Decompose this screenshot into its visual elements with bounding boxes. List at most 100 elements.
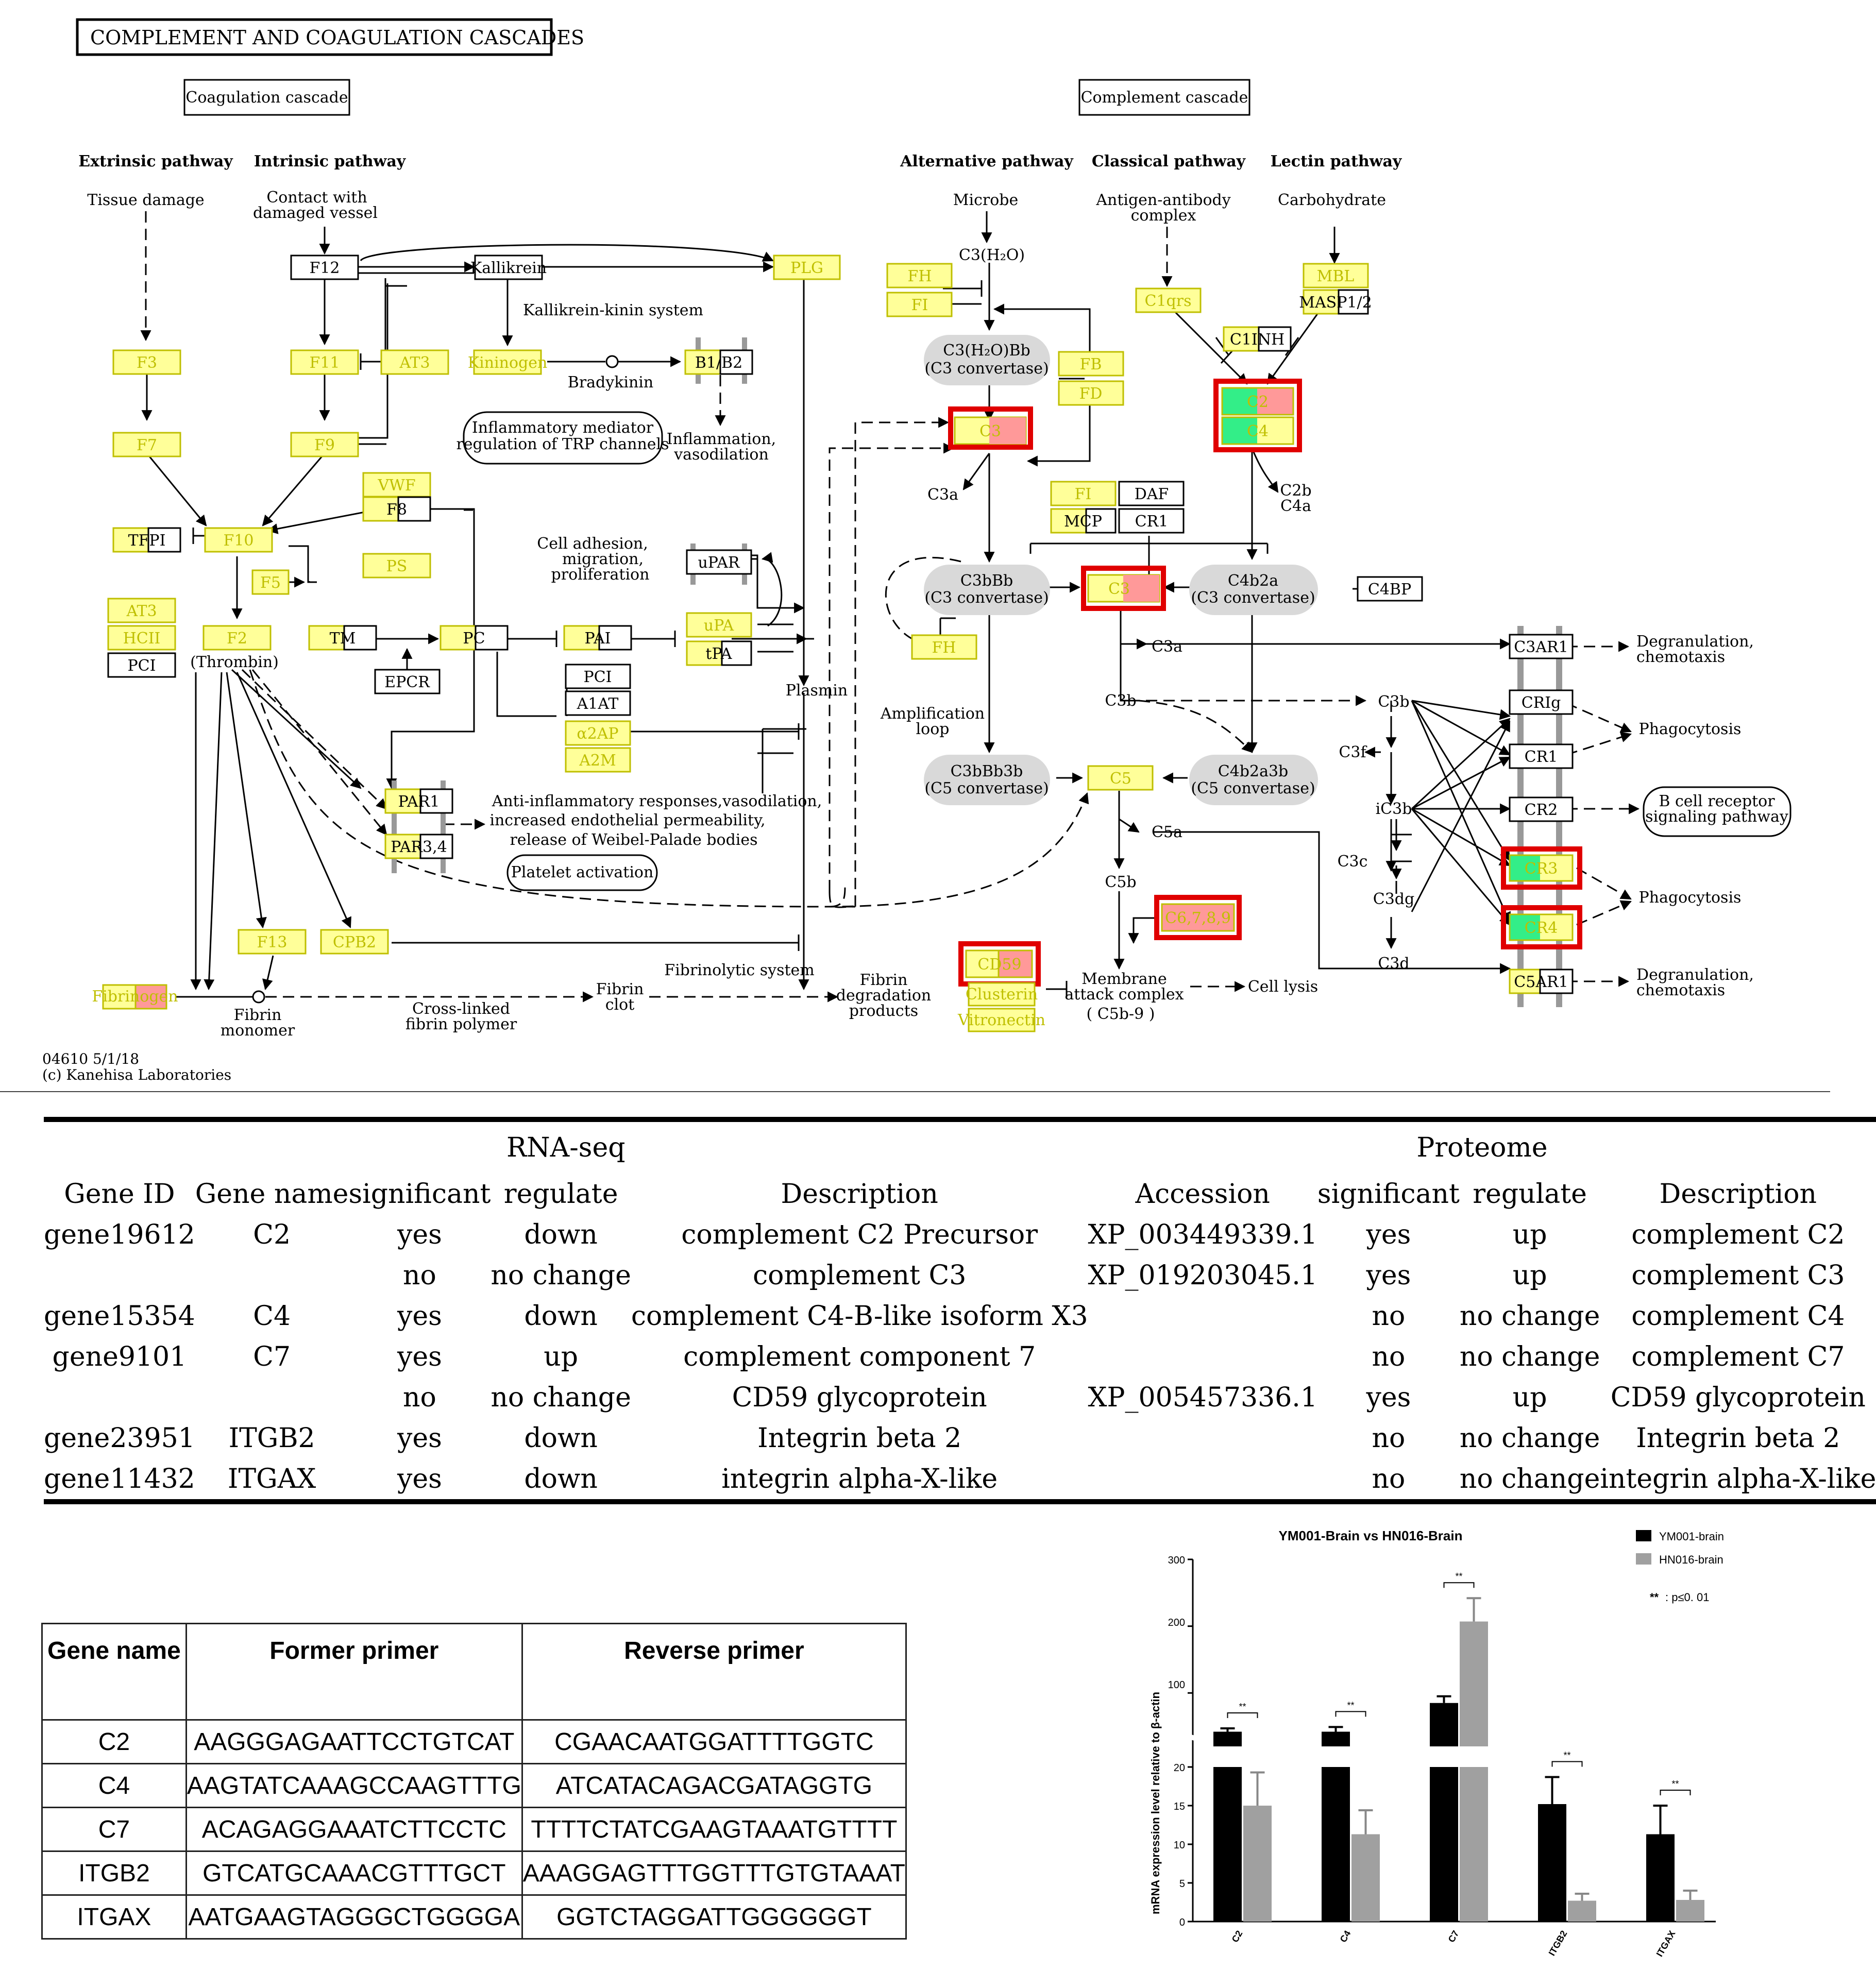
cell: ITGAX [41,1894,187,1940]
significance-marker: ** [1239,1702,1246,1712]
cell: ITGB2 [228,1422,315,1454]
node-kallikrein: Kallikrein [470,259,547,277]
label-c3d: C3d [1378,955,1409,973]
node-F2: F2 [227,630,247,648]
label-anti-inflammatory-1: Anti-inflammatory responses,vasodilation… [492,792,822,810]
label-kallikrein-kinin-system: Kallikrein-kinin system [523,301,703,319]
cell [195,1255,349,1296]
node-F9: F9 [314,436,335,454]
cell [44,1377,195,1418]
cell: C4 [253,1300,291,1332]
label-b-cell-2: signaling pathway [1645,808,1788,826]
node-DAF: DAF [1135,485,1169,503]
node-VWF: VWF [377,477,415,495]
footer-date: 04610 5/1/18 [42,1050,139,1067]
cell: yes [397,1341,442,1372]
y-tick-10: 10 [1174,1840,1185,1851]
coagulation-cascade-label: Coagulation cascade [185,89,348,107]
cell: TTTTCTATCGAAGTAAATGTTTT [521,1807,907,1852]
label-thrombin: (Thrombin) [190,653,279,671]
y-tick-5: 5 [1179,1878,1185,1890]
label-ic3b: iC3b [1376,800,1412,818]
legend-label-ym001: YM001-brain [1659,1530,1724,1543]
c4b2a3b-complex [1189,755,1318,805]
label-degranulation-2: Degranulation, [1636,966,1754,984]
label-phagocytosis-2: Phagocytosis [1639,889,1742,907]
col-rna-regulate: regulate [503,1178,618,1210]
cell: GTCATGCAAACGTTTGCT [185,1850,523,1896]
platelet-activation-box [506,854,658,891]
node-F7: F7 [137,436,157,454]
node-B1B2: B1/B2 [695,354,742,372]
group-header-proteome: Proteome [1088,1117,1876,1174]
complement-cascade-box [1078,79,1250,116]
cell: C2 [253,1219,291,1250]
node-vitronectin: Vitronectin [957,1011,1045,1029]
complement-genes: FH FI FB FD C3 C1qrs MBL MASP1/2 C1INH C… [886,263,1582,1032]
cell: CD59 glycoprotein [1610,1382,1866,1413]
lectin-pathway-header: Lectin pathway [1271,152,1402,171]
x-label-C2: C2 [1230,1929,1245,1944]
cell: ITGAX [195,1458,349,1504]
cell: gene19612 [44,1219,195,1250]
label-c3h2o: C3(H₂O) [959,246,1025,264]
complement-cascade-label: Complement cascade [1081,89,1248,107]
label-phagocytosis-1: Phagocytosis [1639,720,1742,738]
bar-ITGB2-0 [1538,1804,1566,1922]
label-chemotaxis-2: chemotaxis [1636,981,1725,999]
col-accession: Accession [1135,1178,1270,1210]
cell: yes [348,1458,491,1504]
label-c5b: C5b [1105,873,1136,891]
cell: yes [397,1219,442,1250]
y-tick-20: 20 [1174,1762,1185,1774]
cell: ATCATACAGACGATAGGTG [521,1763,907,1808]
y-tick-15: 15 [1174,1801,1185,1812]
label-c3b-1: C3b [1105,692,1136,710]
cell: down [491,1458,631,1504]
footer-copyright: (c) Kanehisa Laboratories [42,1066,231,1083]
bar-C7-0-upper [1430,1703,1458,1746]
cell: complement C3 [753,1260,967,1291]
label-bradykinin: Bradykinin [568,373,653,392]
label-fibrin-clot-1: Fibrin [596,980,644,998]
trigger-antigen-2: complex [1131,207,1196,225]
cell: no change [1459,1341,1600,1372]
node-F11: F11 [310,354,340,372]
label-mac-3: ( C5b-9 ) [1087,1005,1155,1023]
primer-col-reverse: Reverse primer [521,1623,907,1721]
label-cross-linked-1: Cross-linked [412,1000,510,1018]
axis-break-gap [1187,1734,1199,1742]
c4b2a-complex [1189,565,1318,615]
cell: down [524,1300,598,1332]
coagulation-genes: F12 Kallikrein PLG F3 F11 AT3 Kininogen … [92,254,841,1010]
node-PAR34: PAR3,4 [391,838,447,856]
col-prot-regulate: regulate [1473,1178,1587,1210]
node-kininogen: Kininogen [468,354,548,372]
node-CPB2: CPB2 [333,933,376,951]
node-PAI: PAI [585,630,611,648]
section-divider [0,1091,1830,1092]
cell: gene9101 [52,1341,187,1372]
significance-marker: ** [1455,1571,1462,1582]
y-tick-200: 200 [1168,1617,1185,1628]
node-FH-amplification: FH [932,639,956,657]
cell [44,1255,195,1296]
label-chemotaxis-1: chemotaxis [1636,648,1725,666]
node-PS: PS [386,557,408,575]
node-C1INH: C1INH [1230,331,1285,349]
bar-ITGAX-1 [1676,1900,1704,1922]
label-cross-linked-2: fibrin polymer [405,1015,517,1033]
node-EPCR: EPCR [384,673,430,691]
label-c2b: C2b [1280,482,1311,500]
node-MCP: MCP [1064,513,1102,531]
cell: ITGB2 [41,1850,187,1896]
primer-col-gene-name: Gene name [41,1623,187,1721]
cell: gene23951 [44,1422,195,1454]
node-FI: FI [911,296,928,314]
c3h2obb-complex [924,335,1050,385]
